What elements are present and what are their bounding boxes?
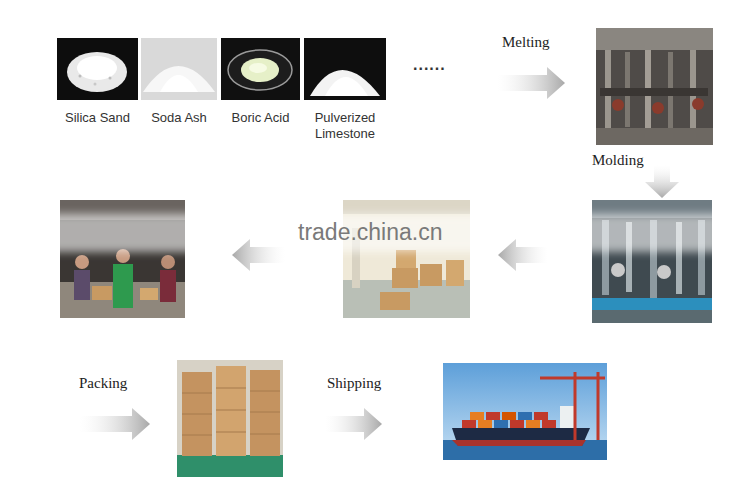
flow-arrow: [498, 239, 548, 271]
material-photo-box: Silica Sand: [57, 38, 138, 128]
ship-photo: [443, 363, 607, 460]
soda-ash-photo: [141, 38, 217, 100]
step-label: Melting: [502, 34, 550, 51]
material-photo-box: Boric Acid: [221, 38, 300, 128]
limestone-photo: [304, 38, 386, 100]
flow-arrow: [80, 408, 150, 440]
flow-arrow: [232, 239, 285, 271]
watermark: trade.china.cn: [298, 219, 442, 246]
material-caption: Soda Ash: [141, 110, 217, 126]
material-photo-box: Soda Ash: [141, 38, 217, 128]
melting-machine-photo: [596, 28, 713, 145]
flow-arrow: [645, 165, 679, 198]
flow-arrow: [325, 408, 382, 440]
material-caption: Silica Sand: [57, 110, 138, 126]
ellipsis-dots: ......: [413, 56, 446, 74]
boric-acid-photo: [221, 38, 300, 100]
silica-sand-photo: [57, 38, 138, 100]
pallet-photo: [177, 360, 283, 477]
material-photo-box: Pulverized Limestone: [304, 38, 386, 144]
step-label: Molding: [592, 152, 644, 169]
material-caption: Pulverized Limestone: [304, 110, 386, 142]
step-label: Shipping: [327, 375, 381, 392]
step-label: Packing: [79, 375, 127, 392]
flow-arrow: [497, 67, 565, 99]
material-caption: Boric Acid: [221, 110, 300, 126]
blur-band: [50, 214, 720, 252]
